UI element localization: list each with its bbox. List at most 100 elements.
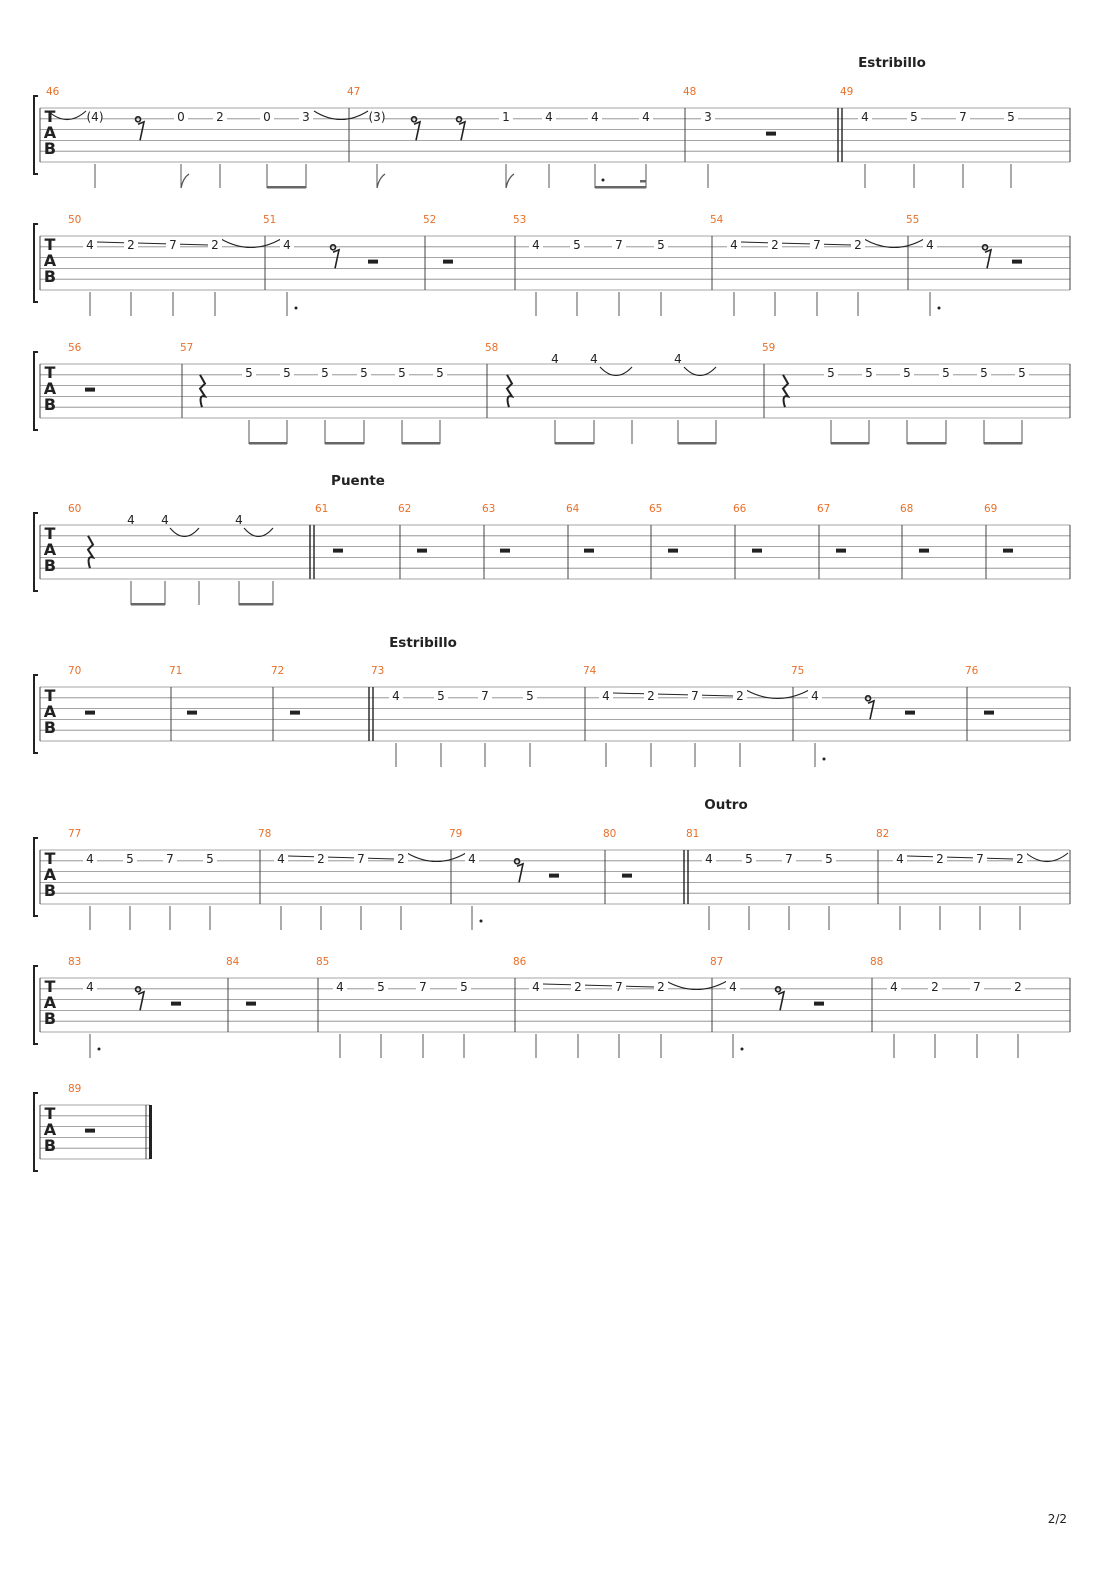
measure-number: 55 <box>906 214 919 226</box>
measure-number: 70 <box>68 665 81 677</box>
fret-bg <box>123 852 137 865</box>
eighth-rest <box>981 244 993 269</box>
half-rest <box>905 710 915 715</box>
fret-bg <box>529 238 543 251</box>
section-label: Estribillo <box>858 55 926 71</box>
tie-arc <box>745 689 810 699</box>
fret-bg <box>612 238 626 251</box>
note-beam <box>831 442 869 445</box>
fret-bg <box>395 366 409 379</box>
fret-bg <box>166 238 180 251</box>
final-barline <box>149 1105 152 1159</box>
fret-number: 7 <box>481 689 489 703</box>
tab-clef-letter: A <box>44 865 57 884</box>
half-rest <box>368 259 378 264</box>
quarter-rest <box>198 374 208 408</box>
tab-clef-letter: A <box>44 1120 57 1139</box>
fret-bg <box>824 366 838 379</box>
measure-number: 75 <box>791 665 804 677</box>
half-rest <box>919 548 929 553</box>
rhythm-dot <box>97 1047 101 1051</box>
tab-clef-letter: A <box>44 379 57 398</box>
tab-clef-letter: B <box>44 718 56 737</box>
fret-bg <box>242 366 256 379</box>
fret-bg <box>810 238 824 251</box>
measure-number: 82 <box>876 828 889 840</box>
measure-number: 49 <box>840 86 853 98</box>
fret-number: 3 <box>302 110 310 124</box>
fret-number: 3 <box>704 110 712 124</box>
tie-arc <box>665 980 728 990</box>
tab-clef-letter: A <box>44 702 57 721</box>
fret-number: 2 <box>657 980 665 994</box>
tab-clef-letter: T <box>45 235 56 254</box>
fret-number: 4 <box>392 689 400 703</box>
measure-number: 83 <box>68 956 81 968</box>
measure-number: 52 <box>423 214 436 226</box>
fret-bg <box>887 980 901 993</box>
fret-bg <box>124 238 138 251</box>
fret-bg <box>858 110 872 123</box>
fret-bg <box>727 238 741 251</box>
section-label: Estribillo <box>389 635 457 651</box>
fret-bg <box>1011 980 1025 993</box>
fret-number: 7 <box>813 238 821 252</box>
fret-number: 5 <box>573 238 581 252</box>
measure-number: 60 <box>68 503 81 515</box>
fret-number: 5 <box>827 366 835 380</box>
fret-number: 2 <box>1014 980 1022 994</box>
fret-number: 4 <box>730 238 738 252</box>
measure-number: 88 <box>870 956 883 968</box>
system-bracket <box>33 837 38 917</box>
note-flag <box>376 173 386 189</box>
measure-number: 66 <box>733 503 747 515</box>
fret-number: 0 <box>177 110 185 124</box>
fret-bg <box>907 110 921 123</box>
fret-number: 5 <box>745 852 753 866</box>
fret-number: (3) <box>369 110 386 124</box>
fret-number: 4 <box>591 110 599 124</box>
fret-number: 2 <box>936 852 944 866</box>
fret-number: 5 <box>206 852 214 866</box>
rhythm-dot <box>740 1047 744 1051</box>
fret-number: 4 <box>235 513 243 527</box>
fret-number: 0 <box>263 110 271 124</box>
fret-number: 2 <box>771 238 779 252</box>
note-beam <box>249 442 287 445</box>
note-beam <box>267 186 306 189</box>
tie-arc <box>599 366 633 377</box>
fret-number: 4 <box>729 980 737 994</box>
fret-number: 5 <box>980 366 988 380</box>
fret-bg <box>808 689 822 702</box>
half-rest <box>500 548 510 553</box>
fret-bg <box>389 689 403 702</box>
fret-number: 4 <box>277 852 285 866</box>
fret-number: 1 <box>502 110 510 124</box>
eighth-rest <box>455 116 467 141</box>
system-bracket <box>33 1092 38 1172</box>
measure-number: 63 <box>482 503 495 515</box>
half-rest <box>622 873 632 878</box>
fret-bg <box>851 238 865 251</box>
measure-number: 77 <box>68 828 81 840</box>
measure-number: 72 <box>271 665 284 677</box>
fret-number: 4 <box>127 513 135 527</box>
measure-number: 78 <box>258 828 271 840</box>
system-bracket <box>33 95 38 175</box>
tie-arc <box>220 238 282 248</box>
half-rest <box>814 1001 824 1006</box>
fret-number: 4 <box>811 689 819 703</box>
measure-number: 80 <box>603 828 616 840</box>
fret-bg <box>726 980 740 993</box>
note-beam <box>555 442 594 445</box>
note-beam <box>131 603 165 606</box>
fret-number: 7 <box>691 689 699 703</box>
fret-bg <box>83 980 97 993</box>
fret-number: 7 <box>419 980 427 994</box>
fret-number: 2 <box>647 689 655 703</box>
fret-bg <box>893 852 907 865</box>
fret-bg <box>499 110 513 123</box>
fret-number: 7 <box>615 980 623 994</box>
